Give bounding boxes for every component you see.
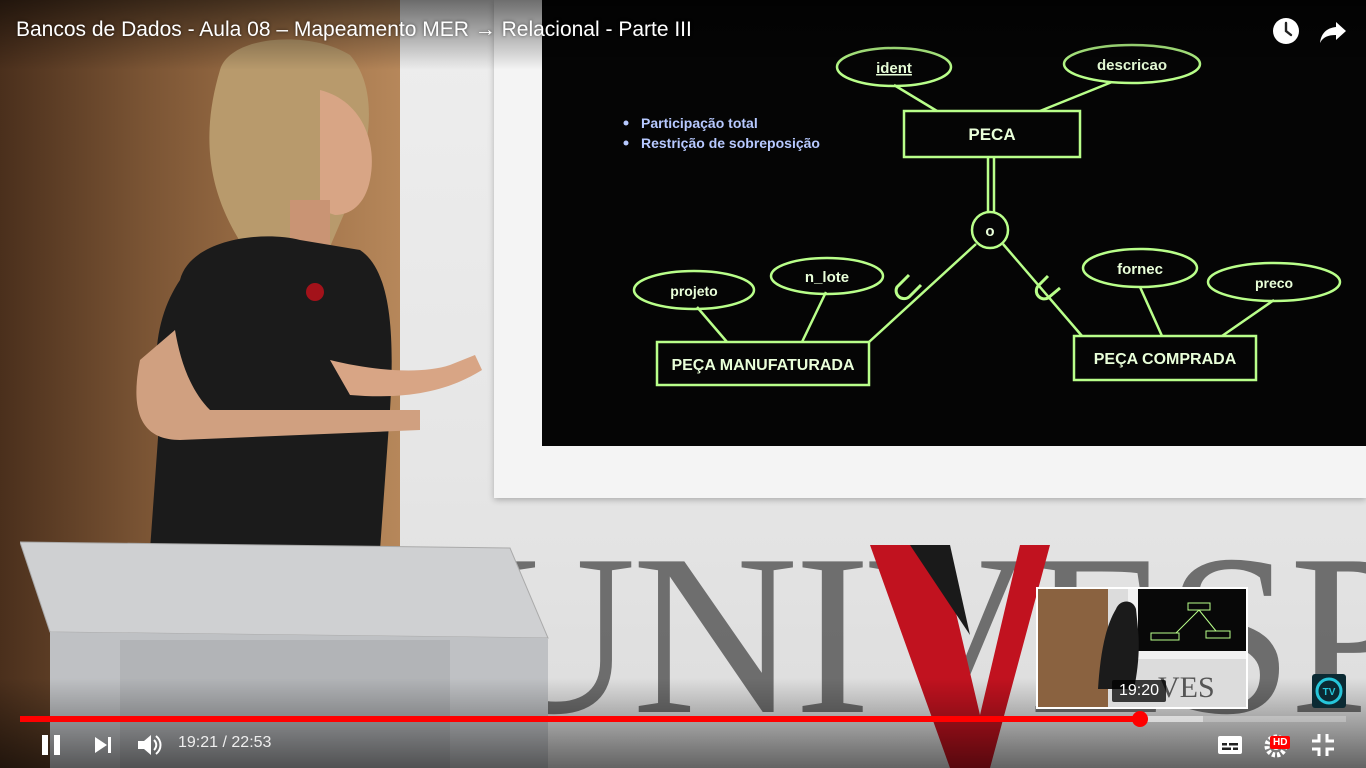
time-separator: / — [218, 734, 232, 751]
hd-badge: HD — [1270, 736, 1291, 749]
clock-icon[interactable] — [1271, 16, 1301, 46]
entity-peca-comprada — [1072, 334, 1258, 382]
presenter — [136, 39, 482, 551]
entity-left-label: PEÇA MANUFATURADA — [671, 357, 855, 374]
next-icon[interactable] — [92, 734, 116, 756]
attr-n-lote-label: n_lote — [805, 269, 849, 286]
specialization-circle — [970, 210, 1010, 250]
attr-preco — [1206, 261, 1342, 303]
video-title[interactable]: Bancos de Dados - Aula 08 – Mapeamento M… — [16, 18, 692, 41]
entity-peca — [902, 109, 1082, 159]
slide-screen: ident descricao projeto n_lote fornec pr… — [542, 0, 1366, 446]
svg-text:VES: VES — [1158, 671, 1215, 704]
seek-preview-time: 19:20 — [1112, 680, 1167, 702]
pause-icon[interactable] — [38, 732, 66, 758]
attr-fornec-label: fornec — [1117, 261, 1163, 278]
channel-watermark[interactable]: TV — [1312, 674, 1346, 708]
seek-bar-played — [20, 716, 1141, 722]
svg-text:TV: TV — [1323, 687, 1336, 698]
entity-peca-label: PECA — [968, 125, 1015, 144]
slide-bullet-2: Restrição de sobreposição — [641, 135, 820, 151]
top-bar: Bancos de Dados - Aula 08 – Mapeamento M… — [0, 0, 1366, 70]
exit-fullscreen-icon[interactable] — [1310, 732, 1336, 758]
seek-bar-scrubber[interactable] — [1132, 711, 1149, 727]
slide-bullet-1: Participação total — [641, 115, 758, 131]
volume-icon[interactable] — [135, 732, 165, 758]
duration: 22:53 — [231, 734, 272, 751]
attr-projeto — [632, 269, 756, 311]
attr-projeto-label: projeto — [670, 283, 717, 299]
attr-preco-label: preco — [1255, 275, 1293, 291]
seek-preview-thumbnail: VES — [1036, 587, 1248, 709]
share-icon[interactable] — [1318, 16, 1348, 46]
seek-bar[interactable] — [20, 711, 1346, 727]
attr-fornec — [1081, 247, 1199, 289]
current-time: 19:21 — [178, 734, 219, 751]
entity-right-label: PEÇA COMPRADA — [1094, 351, 1237, 368]
subtitles-icon[interactable] — [1216, 734, 1244, 756]
entity-peca-manufaturada — [655, 340, 871, 387]
specialization-symbol: o — [985, 223, 994, 240]
time-display: 19:21 / 22:53 — [178, 734, 271, 752]
attr-n-lote — [769, 256, 885, 296]
